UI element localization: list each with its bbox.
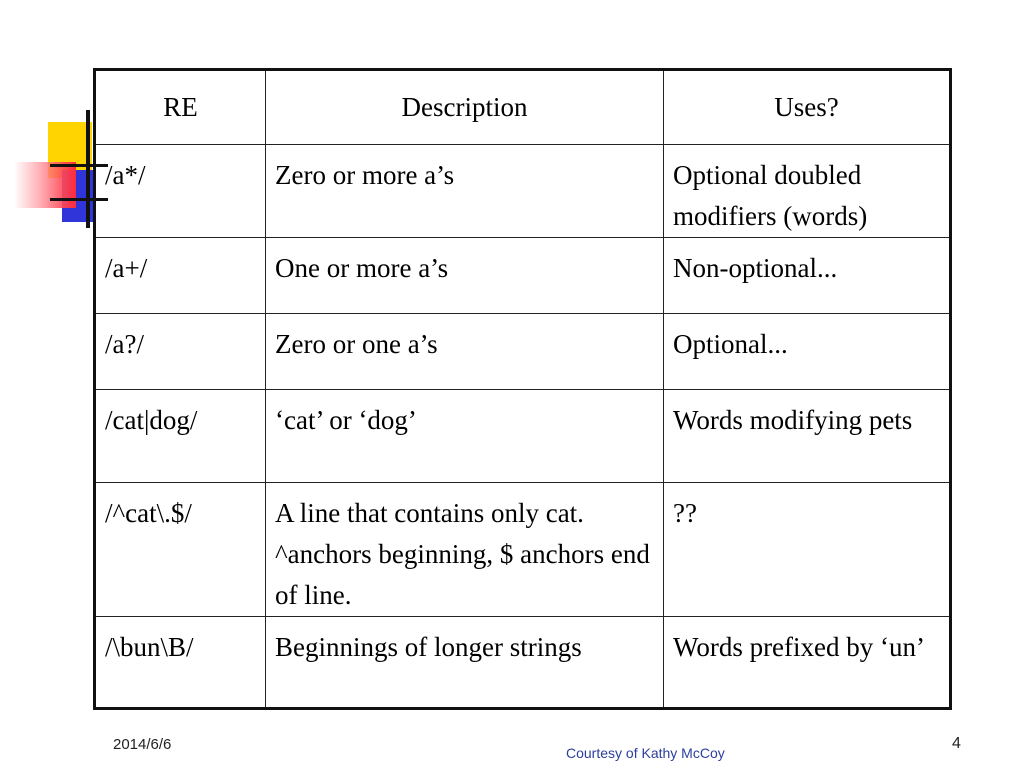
regex-table: RE Description Uses? /a*/ Zero or more a…: [93, 68, 952, 710]
page-number: 4: [952, 735, 961, 752]
table-row: /a*/ Zero or more a’s Optional doubled m…: [94, 144, 951, 238]
cell-re: /^cat\.$/: [94, 482, 266, 617]
table-row: /a?/ Zero or one a’s Optional...: [94, 313, 951, 390]
table-header-row: RE Description Uses?: [94, 69, 951, 145]
table-row: /cat|dog/ ‘cat’ or ‘dog’ Words modifying…: [94, 389, 951, 483]
header-re: RE: [94, 69, 266, 145]
cell-re: /a*/: [94, 144, 266, 238]
cell-description: Zero or more a’s: [265, 144, 664, 238]
cell-uses: Non-optional...: [663, 237, 951, 314]
cell-description: One or more a’s: [265, 237, 664, 314]
red-gradient-square-shape: [14, 162, 76, 208]
cell-description: Zero or one a’s: [265, 313, 664, 390]
footer-credit: Courtesy of Kathy McCoy: [566, 745, 725, 761]
cell-description: Beginnings of longer strings: [265, 616, 664, 709]
logo-horizontal-line: [50, 198, 108, 201]
logo-horizontal-line: [50, 164, 108, 167]
cell-description: A line that contains only cat. ^anchors …: [265, 482, 664, 617]
cell-re: /\bun\B/: [94, 616, 266, 709]
table-row: /^cat\.$/ A line that contains only cat.…: [94, 482, 951, 617]
cell-uses: Optional doubled modifiers (words): [663, 144, 951, 238]
table-row: /\bun\B/ Beginnings of longer strings Wo…: [94, 616, 951, 709]
cell-description: ‘cat’ or ‘dog’: [265, 389, 664, 483]
cell-uses: ??: [663, 482, 951, 617]
cell-uses: Words prefixed by ‘un’: [663, 616, 951, 709]
header-description: Description: [265, 69, 664, 145]
cell-uses: Words modifying pets: [663, 389, 951, 483]
footer-date: 2014/6/6: [113, 736, 172, 753]
cell-re: /a+/: [94, 237, 266, 314]
decorative-squares-logo-icon: [10, 110, 110, 230]
cell-uses: Optional...: [663, 313, 951, 390]
logo-vertical-line: [86, 110, 90, 228]
cell-re: /a?/: [94, 313, 266, 390]
header-uses: Uses?: [663, 69, 951, 145]
cell-re: /cat|dog/: [94, 389, 266, 483]
table-row: /a+/ One or more a’s Non-optional...: [94, 237, 951, 314]
